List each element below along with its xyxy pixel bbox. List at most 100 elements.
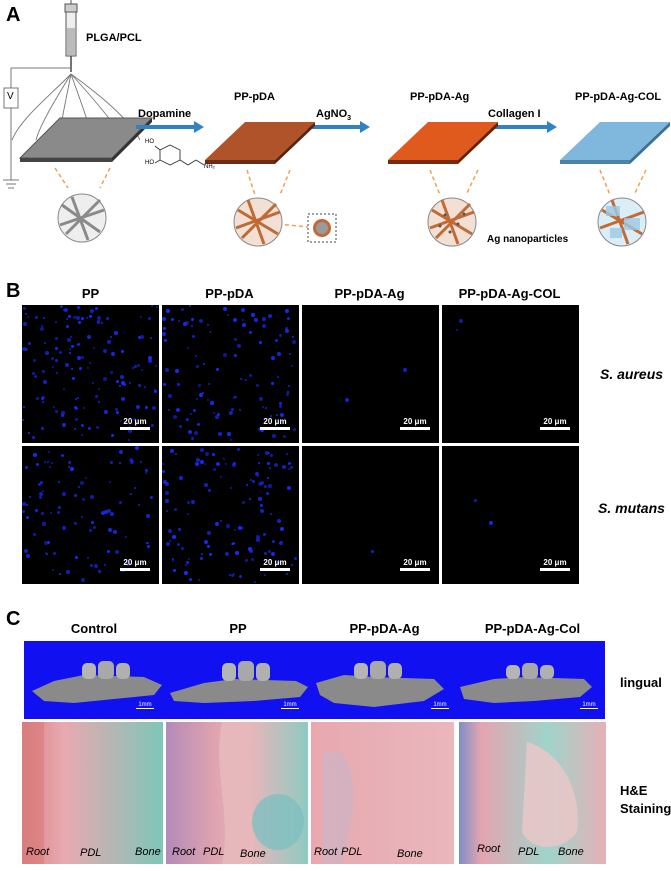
bacteria-dot xyxy=(28,432,30,434)
product-label-1: PP-pDA xyxy=(234,91,275,103)
bacteria-dot xyxy=(104,410,108,414)
bacteria-dot xyxy=(65,363,69,367)
bacteria-dot xyxy=(111,352,115,356)
ct-scale-bar: 1mm xyxy=(431,702,449,709)
bacteria-dot xyxy=(177,543,180,546)
bacteria-dot xyxy=(78,321,81,324)
bacteria-dot xyxy=(48,451,50,453)
bacteria-dot xyxy=(270,513,272,515)
bacteria-dot xyxy=(199,393,203,397)
bacteria-dot xyxy=(140,335,144,339)
bacteria-dot xyxy=(76,316,80,320)
bacteria-dot xyxy=(215,415,219,419)
bacteria-dot xyxy=(138,384,141,387)
bacteria-dot xyxy=(109,481,111,483)
bacteria-dot xyxy=(191,500,195,504)
bacteria-dot xyxy=(156,306,158,308)
bacteria-dot xyxy=(230,439,232,441)
bacteria-dot xyxy=(250,479,252,481)
row-label-lingual: lingual xyxy=(620,675,662,690)
bacteria-dot xyxy=(286,573,288,575)
bacteria-dot xyxy=(280,413,284,417)
bacteria-dot xyxy=(279,402,282,405)
col-label-pp-pda: PP-pDA xyxy=(205,286,254,301)
bacteria-dot xyxy=(207,399,209,401)
bacteria-dot xyxy=(23,406,25,408)
bacteria-dot xyxy=(95,307,98,310)
bacteria-dot xyxy=(87,335,91,339)
step-arrow-label-3: Collagen I xyxy=(488,108,541,120)
bacteria-dot xyxy=(207,531,211,535)
bacteria-dot xyxy=(68,315,71,318)
bacteria-dot xyxy=(279,405,282,408)
bacteria-dot xyxy=(263,319,265,321)
bacteria-dot xyxy=(96,426,99,429)
bacteria-dot xyxy=(129,382,131,384)
bacteria-dot xyxy=(125,421,127,423)
he-label-root: Root xyxy=(172,846,196,858)
bacteria-dot xyxy=(198,579,200,581)
bacteria-dot xyxy=(267,477,269,479)
bacteria-dot xyxy=(265,407,267,409)
fiber-zoom-pp xyxy=(57,193,107,243)
bacteria-dot xyxy=(204,463,206,465)
voltage-circuit xyxy=(3,67,71,189)
bacteria-dot xyxy=(213,468,216,471)
bacteria-dot xyxy=(107,509,111,513)
membrane-pp-pda xyxy=(205,122,315,164)
bacteria-dot xyxy=(272,540,275,543)
bacteria-dot xyxy=(44,541,48,545)
bacteria-dot xyxy=(152,406,156,410)
bacteria-dot xyxy=(86,317,88,319)
bacteria-dot xyxy=(270,454,273,457)
bacteria-dot xyxy=(55,321,57,323)
bacteria-dot xyxy=(91,521,94,524)
bacteria-dot xyxy=(186,419,188,421)
bacteria-dot xyxy=(87,367,89,369)
step-arrow-label-2: AgNO3 xyxy=(316,108,352,123)
bacteria-dot xyxy=(192,335,195,338)
bacteria-dot xyxy=(251,558,254,561)
bacteria-dot xyxy=(249,331,252,334)
bacteria-dot xyxy=(68,461,71,464)
bacteria-dot xyxy=(162,332,166,336)
bacteria-dot xyxy=(271,382,274,385)
bacteria-dot xyxy=(279,334,282,337)
bacteria-dot xyxy=(123,383,126,386)
bacteria-dot xyxy=(200,448,204,452)
bacteria-dot xyxy=(45,552,47,554)
bacteria-dot xyxy=(162,470,165,473)
bacteria-dot xyxy=(148,356,152,360)
c-col-label-pp: PP xyxy=(229,621,247,636)
bacteria-dot xyxy=(83,407,85,409)
bacteria-dot xyxy=(277,519,281,523)
bacteria-dot xyxy=(150,337,152,339)
bacteria-dot xyxy=(148,317,151,320)
bacteria-dot xyxy=(72,377,75,380)
bacteria-dot xyxy=(85,477,87,479)
bacteria-dot xyxy=(186,561,189,564)
bacteria-dot xyxy=(41,512,44,515)
bacteria-dot xyxy=(154,389,156,391)
bacteria-dot xyxy=(190,413,192,415)
bacteria-dot xyxy=(290,466,293,469)
bacteria-dot xyxy=(77,397,79,399)
bacteria-dot xyxy=(119,450,123,454)
bacteria-dot xyxy=(55,410,58,413)
bacteria-dot xyxy=(66,570,70,574)
bacteria-dot xyxy=(61,411,65,415)
micro-ag-aureus xyxy=(302,305,439,443)
bacteria-dot xyxy=(260,428,264,432)
he-staining-line1: H&E xyxy=(620,783,648,798)
bacteria-dot xyxy=(172,560,174,562)
bacteria-dot xyxy=(33,453,37,457)
bacteria-dot xyxy=(163,383,166,386)
c-col-label-pp-pda-ag: PP-pDA-Ag xyxy=(349,621,420,636)
bacteria-dot xyxy=(69,348,71,350)
bacteria-dot xyxy=(22,347,26,351)
bacteria-dot xyxy=(104,510,108,514)
syringe-label: PLGA/PCL xyxy=(86,32,142,44)
bacteria-dot xyxy=(79,367,82,370)
bacteria-dot xyxy=(258,497,262,501)
bacteria-dot xyxy=(255,472,259,476)
